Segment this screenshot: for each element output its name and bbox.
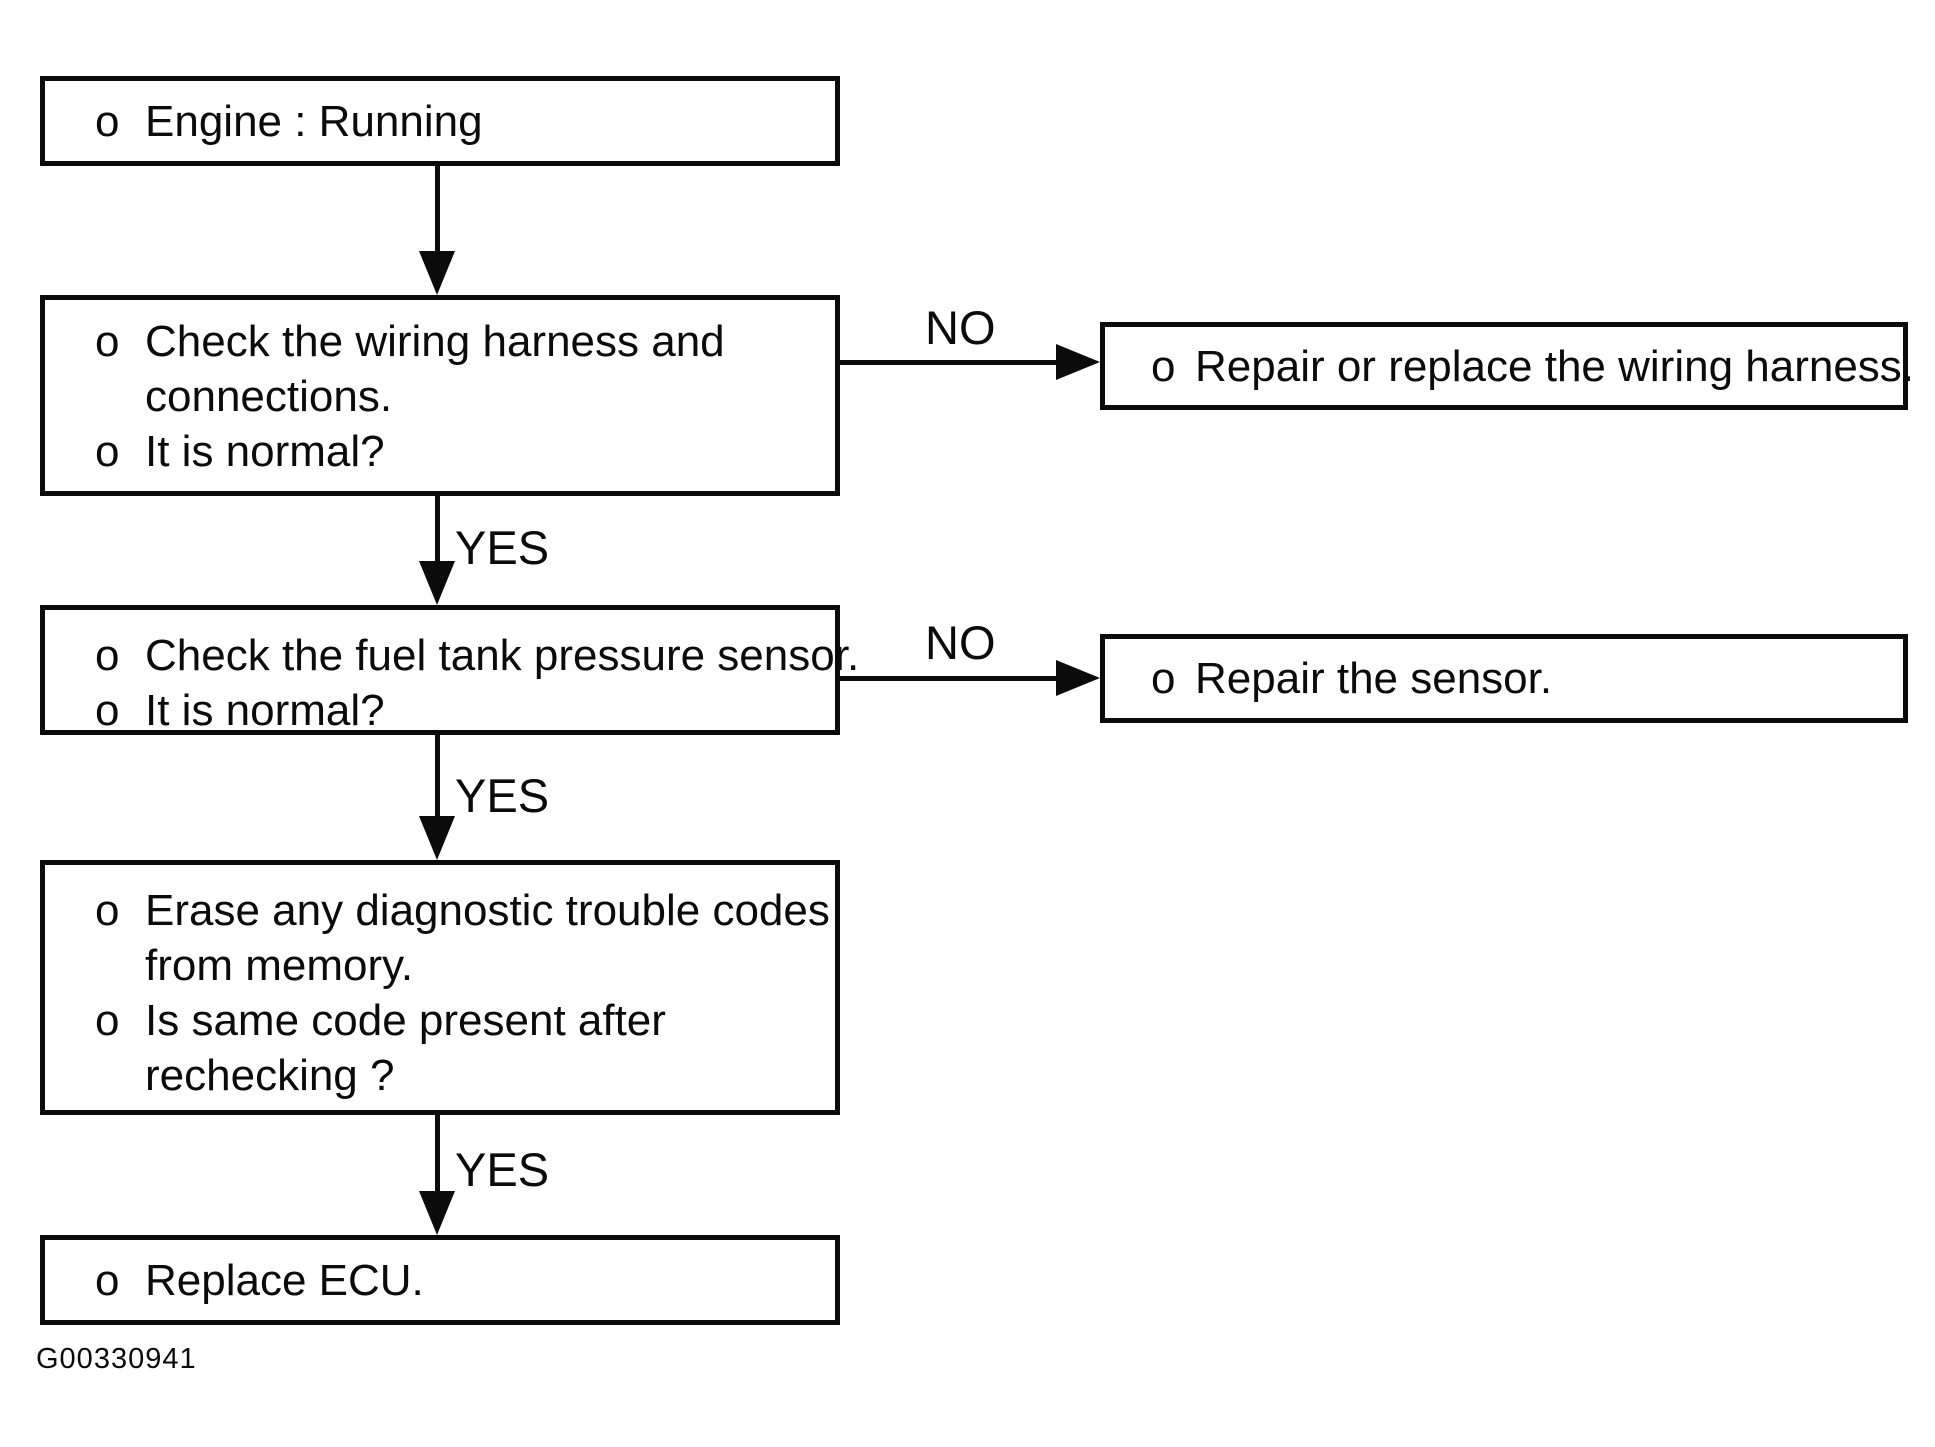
arrow-no-1-head (1056, 344, 1100, 380)
node-text: It is normal? (145, 686, 385, 735)
bullet-marker: o (95, 427, 120, 476)
bullet-marker: o (1151, 654, 1176, 703)
node-text-line: o Repair or replace the wiring harness. (1105, 339, 1914, 394)
bullet-marker (95, 369, 145, 424)
node-check-wiring-harness: o Check the wiring harness and connectio… (40, 295, 840, 496)
arrow-down-1-line (435, 166, 440, 255)
arrow-down-2-line (435, 496, 440, 565)
node-text: Repair the sensor. (1195, 654, 1553, 703)
node-text: Repair or replace the wiring harness. (1195, 341, 1915, 391)
node-text-line: o Check the wiring harness and (45, 314, 835, 369)
arrow-no-2-line (840, 676, 1062, 681)
node-repair-wiring-harness: o Repair or replace the wiring harness. (1100, 322, 1914, 410)
node-repair-sensor: o Repair the sensor. (1100, 634, 1908, 723)
node-text-line: o Repair the sensor. (1105, 651, 1903, 706)
bullet-marker: o (95, 317, 120, 366)
node-text: Engine : Running (145, 96, 483, 146)
node-text: Check the fuel tank pressure sensor. (145, 631, 860, 680)
node-text: rechecking ? (145, 1051, 395, 1100)
node-text-line: o It is normal? (45, 683, 835, 738)
bullet-marker: o (95, 1255, 120, 1305)
node-engine-running: o Engine : Running (40, 76, 840, 166)
arrow-no-2-head (1056, 660, 1100, 696)
node-text-line: o Check the fuel tank pressure sensor. (45, 628, 859, 683)
bullet-marker: o (95, 996, 120, 1045)
arrow-down-3-head (419, 816, 455, 860)
arrow-down-1-head (419, 251, 455, 295)
node-text-line: o It is normal? (45, 424, 835, 479)
yes-label-3: YES (455, 1143, 550, 1196)
node-text-line: o Engine : Running (45, 94, 835, 149)
node-replace-ecu: o Replace ECU. (40, 1235, 840, 1325)
bullet-marker: o (1151, 341, 1176, 391)
node-text-line: o Is same code present after (45, 993, 835, 1048)
bullet-marker: o (95, 686, 120, 735)
node-text-line: o Replace ECU. (45, 1253, 835, 1308)
node-text-line: from memory. (45, 938, 835, 993)
arrow-down-2-head (419, 561, 455, 605)
node-text: Is same code present after (145, 996, 666, 1045)
bullet-marker (95, 1048, 145, 1103)
node-erase-trouble-codes: o Erase any diagnostic trouble codes fro… (40, 860, 840, 1115)
bullet-marker: o (95, 631, 120, 680)
bullet-marker (95, 938, 145, 993)
node-text: Replace ECU. (145, 1255, 424, 1305)
node-text-line: rechecking ? (45, 1048, 835, 1103)
arrow-down-3-line (435, 735, 440, 820)
node-text: from memory. (145, 941, 414, 990)
arrow-down-4-head (419, 1191, 455, 1235)
node-check-fuel-tank-pressure-sensor: o Check the fuel tank pressure sensor. o… (40, 605, 859, 738)
node-text-line: o Erase any diagnostic trouble codes (45, 883, 835, 938)
yes-label-2: YES (455, 769, 550, 822)
node-text: Check the wiring harness and (145, 317, 725, 366)
node-text: Erase any diagnostic trouble codes (145, 886, 830, 935)
node-text: connections. (145, 372, 393, 421)
arrow-down-4-line (435, 1115, 440, 1195)
no-label-1: NO (925, 301, 996, 354)
bullet-marker: o (95, 96, 120, 146)
figure-code: G00330941 (36, 1343, 197, 1375)
yes-label-1: YES (455, 521, 550, 574)
node-text-line: connections. (45, 369, 835, 424)
node-text: It is normal? (145, 427, 385, 476)
no-label-2: NO (925, 616, 996, 669)
arrow-no-1-line (840, 360, 1062, 365)
bullet-marker: o (95, 886, 120, 935)
